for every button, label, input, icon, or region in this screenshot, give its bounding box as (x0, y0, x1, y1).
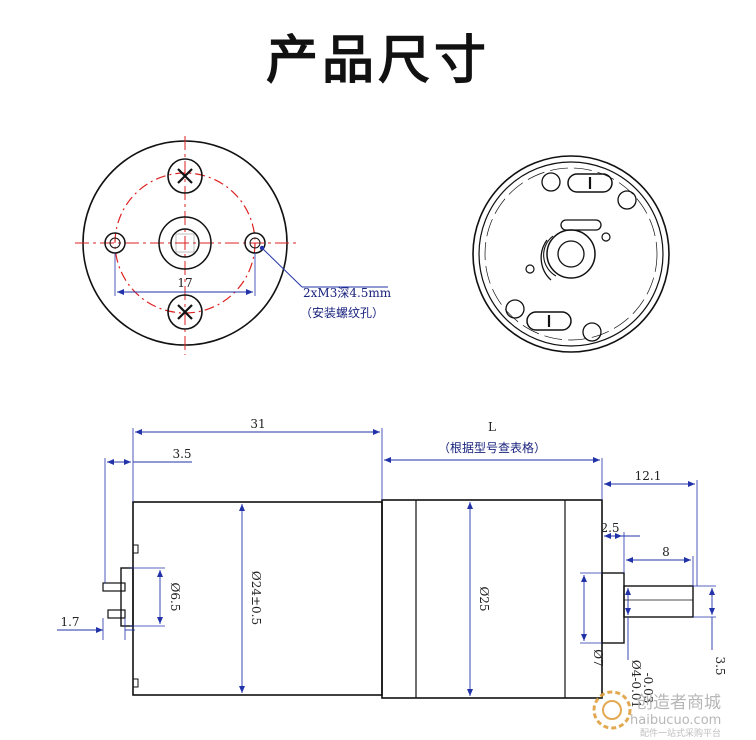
terminal-bottom (526, 311, 572, 331)
dim-collar-diameter: Ø7 (591, 649, 605, 666)
watermark-url: haibucuo.com (630, 713, 721, 728)
dim-gearbox-length: L (488, 420, 496, 434)
callout-mounting-note: （安装螺纹孔） (300, 305, 384, 320)
callout-thread: 2xM3深4.5mm (303, 286, 392, 300)
dim-gearbox-diameter: Ø25 (477, 586, 491, 611)
watermark-slogan: 配件一站式采购平台 (640, 727, 721, 739)
dim-shaft: 8 (662, 545, 670, 559)
front-view (75, 136, 388, 355)
terminal-top (567, 173, 613, 193)
gear-logo-icon (592, 690, 632, 730)
side-view (57, 428, 716, 699)
dim-boss-diameter: Ø6.5 (168, 583, 182, 612)
watermark: 创造者商城 haibucuo.com 配件一站式采购平台 (592, 690, 721, 739)
dim-shaft-tolerance: -0.03 (641, 673, 655, 704)
dim-gearbox-note: （根据型号查表格） (438, 440, 546, 455)
page-title: 产品尺寸 (265, 31, 490, 91)
dim-motor-diameter: Ø24±0.5 (249, 571, 263, 625)
dim-shaft-diameter: Ø4-0.01 (629, 660, 643, 708)
dim-collar: 2.5 (600, 521, 619, 535)
rear-view (472, 155, 670, 353)
top-screw-icon (167, 158, 203, 194)
dim-terminal-offset: 3.5 (172, 447, 191, 461)
dim-terminal-thickness: 1.7 (60, 615, 79, 629)
dim-motor-length: 31 (250, 417, 265, 431)
dim-shaft-flat: 3.5 (713, 656, 727, 675)
dim-hole-spacing: 17 (177, 276, 192, 290)
watermark-brand: 创造者商城 (636, 693, 721, 713)
bottom-screw-icon (167, 294, 203, 330)
dim-shaft-total: 12.1 (635, 469, 662, 483)
